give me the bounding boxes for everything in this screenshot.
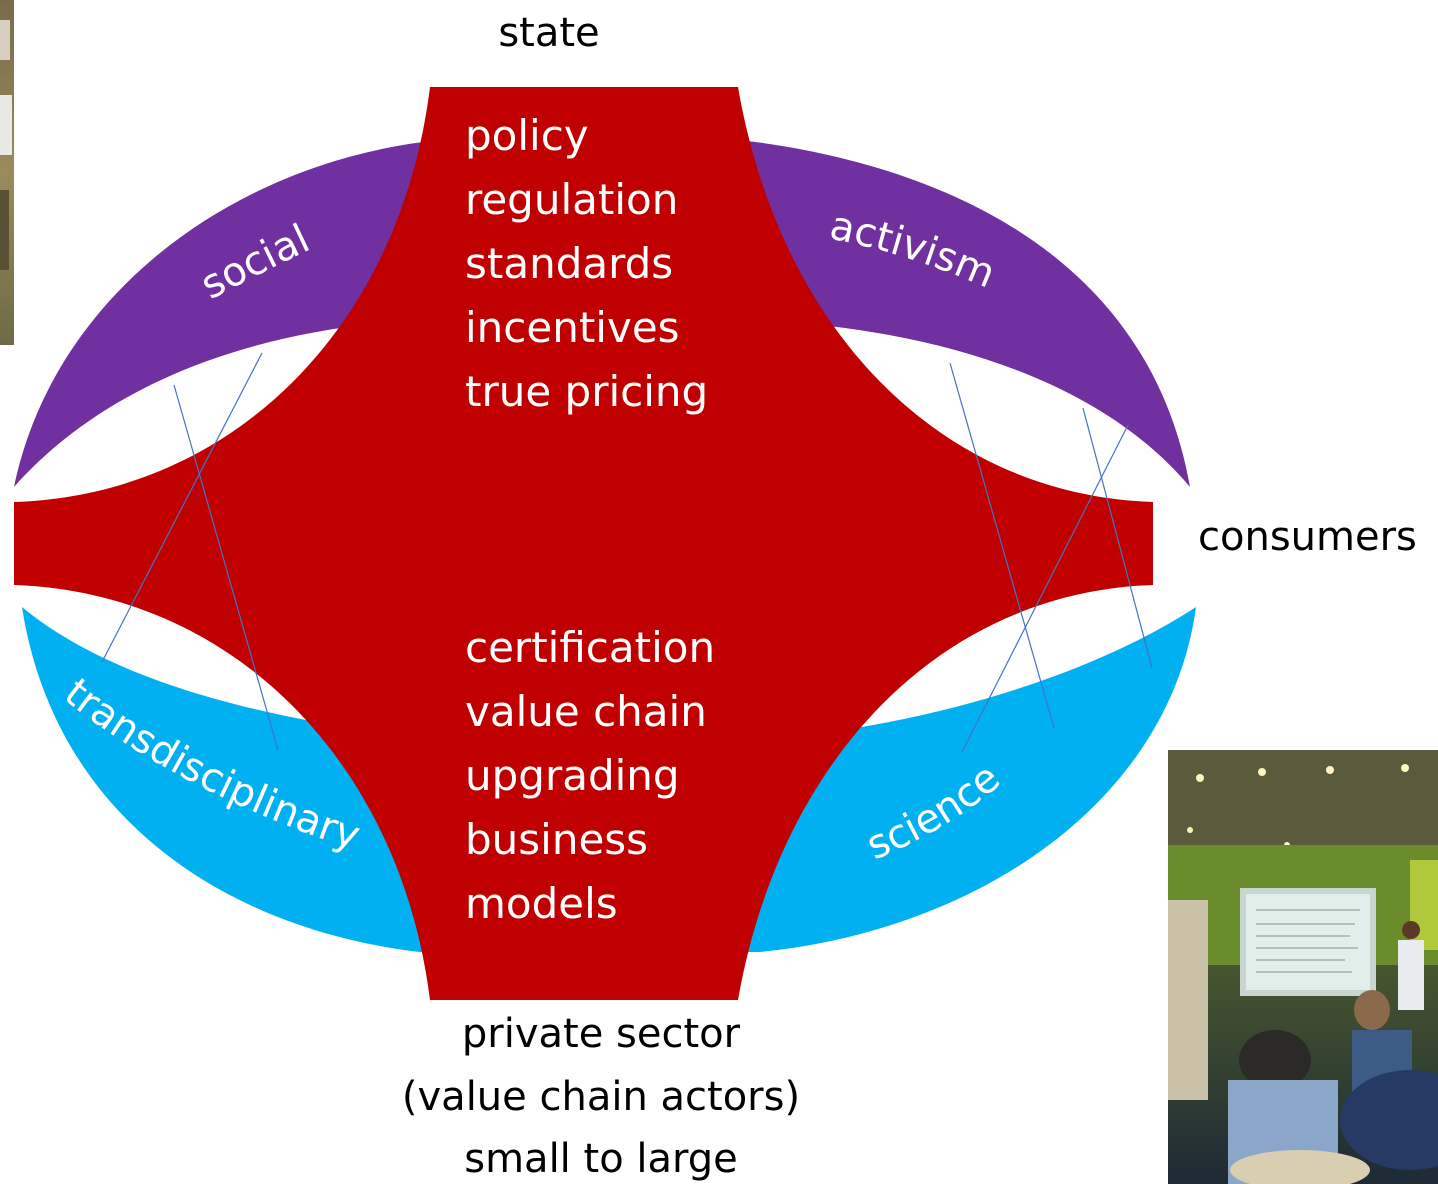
upper-list-item: standards — [465, 239, 673, 288]
workshop-photo — [1168, 750, 1438, 1184]
thin-connector-lines — [101, 352, 1153, 753]
lower-list-item: value chain — [465, 687, 707, 736]
lower-list-item: upgrading — [465, 751, 680, 800]
label-consumers: consumers — [1198, 514, 1417, 560]
lower-list-item: certification — [465, 623, 715, 672]
lower-list-item: business — [465, 815, 648, 864]
lower-list: certification value chain upgrading busi… — [465, 623, 715, 928]
label-small-to-large: small to large — [464, 1136, 738, 1182]
label-private-sector: private sector — [462, 1011, 741, 1057]
upper-list-item: regulation — [465, 175, 678, 224]
label-state: state — [498, 10, 599, 56]
upper-list-item: policy — [465, 111, 589, 160]
lower-list-item: models — [465, 879, 618, 928]
red-cross-shape — [14, 87, 1153, 1000]
upper-list-item: true pricing — [465, 367, 708, 416]
upper-list: policy regulation standards incentives t… — [465, 111, 708, 416]
label-value-chain-actors: (value chain actors) — [402, 1074, 800, 1120]
upper-list-item: incentives — [465, 303, 680, 352]
photo-fragment-top-left — [0, 0, 14, 345]
